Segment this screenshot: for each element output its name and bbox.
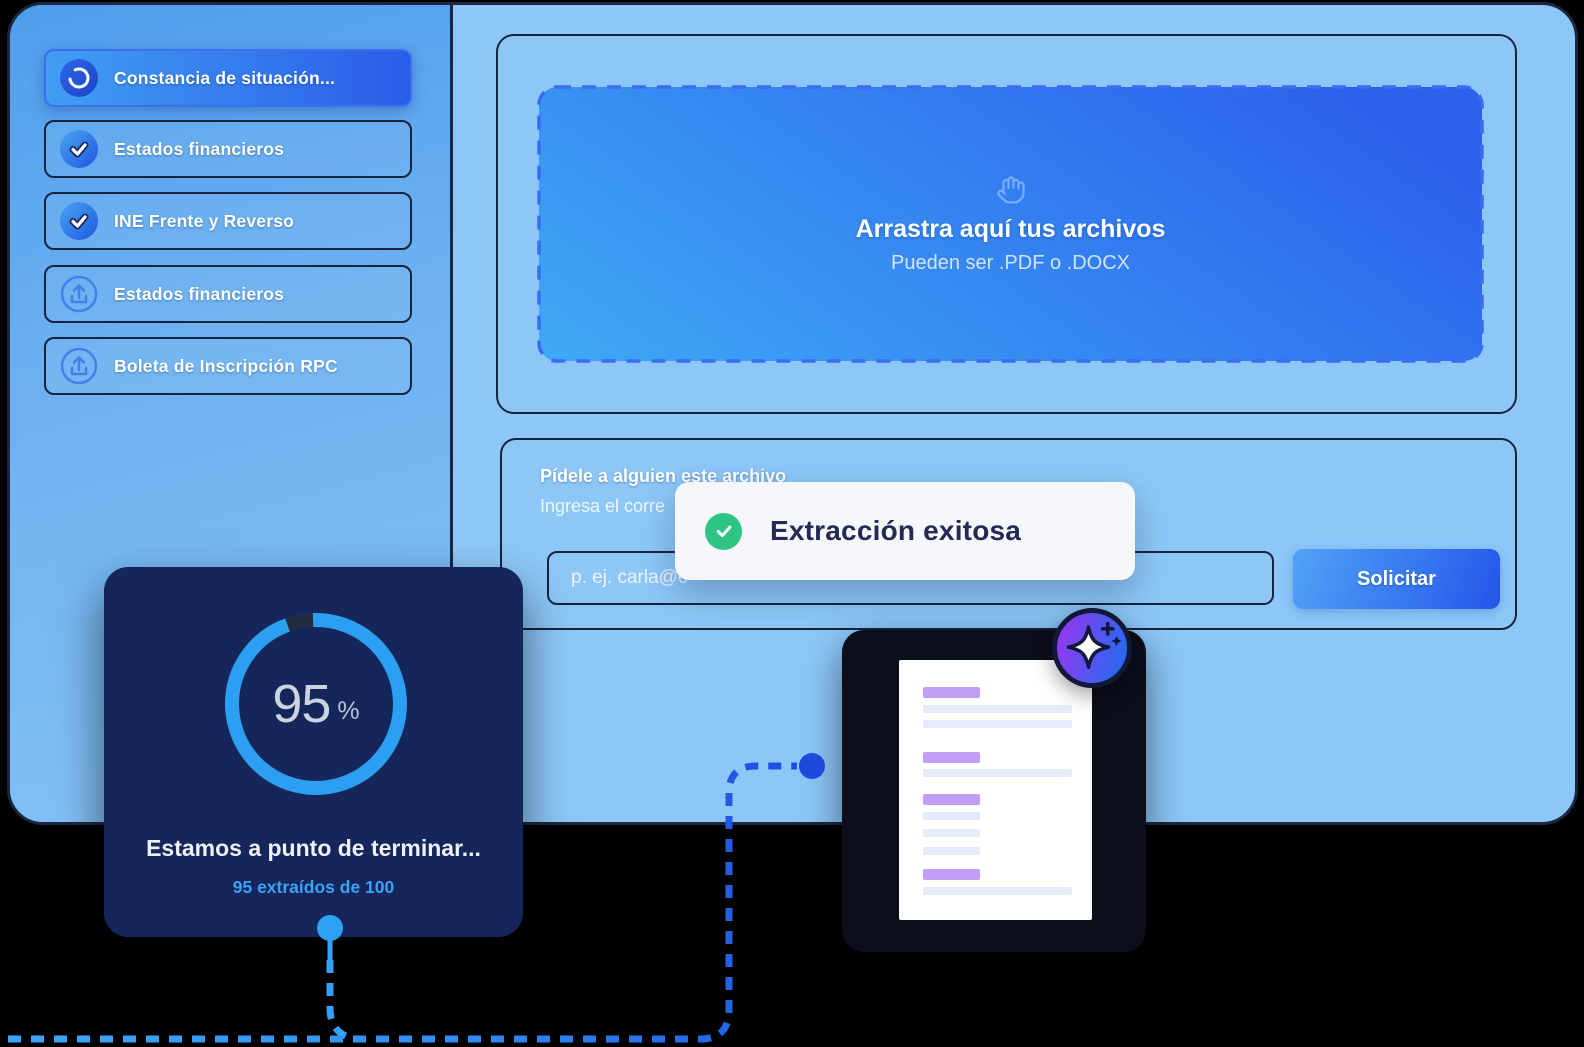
sidebar-item-label: Estados financieros xyxy=(114,283,285,304)
percent-value: 95 xyxy=(272,674,331,734)
percent-symbol: % xyxy=(337,696,360,725)
doc-text-line xyxy=(923,720,1072,728)
doc-text-line xyxy=(923,847,980,855)
success-check-icon xyxy=(705,512,742,550)
sidebar-item-boleta[interactable]: Boleta de Inscripción RPC xyxy=(44,337,412,395)
document-page xyxy=(899,660,1092,920)
doc-text-line xyxy=(923,887,1072,895)
dropzone-dashed-border xyxy=(537,85,1484,363)
sidebar-item-ine[interactable]: INE Frente y Reverso xyxy=(44,192,412,250)
request-title: Pídele a alguien este archivo xyxy=(540,466,787,486)
sidebar-item-constancia[interactable]: Constancia de situación... xyxy=(44,49,412,107)
progress-percent: 95 % xyxy=(221,609,411,799)
sidebar-item-estados-2[interactable]: Estados financieros xyxy=(44,265,412,323)
doc-heading-bar xyxy=(923,794,980,805)
doc-heading-bar xyxy=(923,752,980,763)
doc-text-line xyxy=(923,812,980,820)
check-icon xyxy=(60,130,98,168)
sidebar-item-estados-1[interactable]: Estados financieros xyxy=(44,120,412,178)
upload-icon xyxy=(60,275,98,313)
doc-heading-bar xyxy=(923,869,980,880)
doc-text-line xyxy=(923,705,1072,713)
ai-sparkle-badge xyxy=(1052,608,1132,688)
dropzone-subtitle: Pueden ser .PDF o .DOCX xyxy=(891,252,1130,274)
hand-icon xyxy=(996,175,1026,210)
progress-card: 95 % Estamos a punto de terminar... 95 e… xyxy=(104,567,523,937)
check-icon xyxy=(60,202,98,240)
request-subtitle: Ingresa el corre xyxy=(540,496,666,516)
sidebar-item-label: Estados financieros xyxy=(114,138,285,159)
toast-message: Extracción exitosa xyxy=(770,515,1022,546)
doc-text-line xyxy=(923,829,980,837)
upload-icon xyxy=(60,347,98,385)
progress-count-label: 95 extraídos de 100 xyxy=(232,877,395,897)
doc-text-line xyxy=(923,769,1072,777)
dropzone-title: Arrastra aquí tus archivos xyxy=(855,215,1166,243)
sidebar-item-label: INE Frente y Reverso xyxy=(114,210,295,231)
sidebar-item-label: Boleta de Inscripción RPC xyxy=(114,355,338,376)
spinner-icon xyxy=(60,59,98,97)
sidebar-item-label: Constancia de situación... xyxy=(114,67,336,88)
request-button[interactable]: Solicitar xyxy=(1293,549,1500,609)
progress-title: Estamos a punto de terminar... xyxy=(146,835,481,861)
toast-success: Extracción exitosa xyxy=(675,482,1135,580)
sparkle-star-icon xyxy=(1066,621,1122,669)
upload-section: Arrastra aquí tus archivos Pueden ser .P… xyxy=(496,34,1517,414)
file-dropzone[interactable]: Arrastra aquí tus archivos Pueden ser .P… xyxy=(537,85,1484,363)
doc-heading-bar xyxy=(923,687,980,698)
